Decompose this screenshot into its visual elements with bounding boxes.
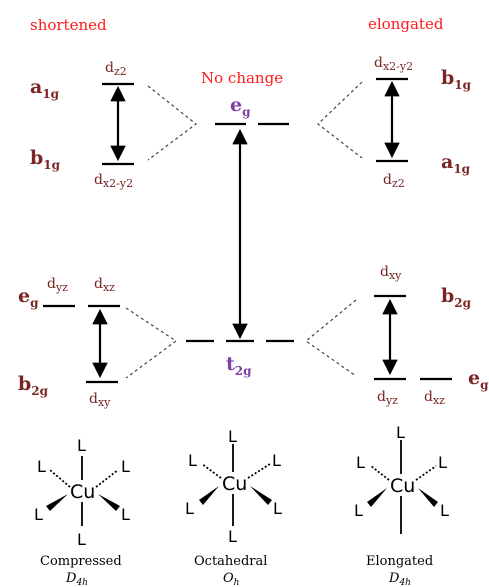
left-dyz-label: dyz xyxy=(47,276,68,294)
left-lower-correlation xyxy=(125,307,178,379)
right-dz2-label: dz2 xyxy=(383,172,405,190)
elongated-header: elongated xyxy=(368,15,444,33)
left-upper-correlation xyxy=(147,85,197,161)
ligand-lower-right: L xyxy=(273,499,282,518)
right-upper-correlation xyxy=(317,81,363,159)
shortened-header: shortened xyxy=(30,16,107,34)
ligand-lower-right: L xyxy=(440,501,449,520)
right-lower-correlation xyxy=(305,299,357,377)
octahedral-point-group: Oh xyxy=(223,571,239,587)
no-change-label: No change xyxy=(201,69,283,87)
ligand-lower-left: L xyxy=(34,505,43,524)
left-eg-label: eg xyxy=(18,285,39,310)
right-dx2y2-label: dx2-y2 xyxy=(374,55,413,73)
octahedral-caption: Octahedral xyxy=(194,554,267,569)
ligand-top: L xyxy=(77,436,86,455)
ligand-upper-left: L xyxy=(37,457,46,476)
left-dxz-label: dxz xyxy=(94,276,115,294)
copper-center: Cu xyxy=(222,473,247,495)
ligand-top: L xyxy=(396,423,405,442)
elongated-complex: L L L L L Cu xyxy=(354,423,449,534)
elongated-caption: Elongated xyxy=(366,554,433,569)
compressed-caption: Compressed xyxy=(40,554,122,569)
left-dz2-label: dz2 xyxy=(105,60,127,78)
left-dx2y2-label: dx2-y2 xyxy=(94,172,133,190)
ligand-upper-left: L xyxy=(356,453,365,472)
ligand-upper-left: L xyxy=(188,451,197,470)
center-t2g-label: t2g xyxy=(226,353,252,378)
right-dxy-label: dxy xyxy=(380,264,402,282)
left-a1g-label: a1g xyxy=(30,76,60,101)
right-a1g-label: a1g xyxy=(441,151,471,176)
right-eg-label: eg xyxy=(468,367,489,392)
ligand-lower-left: L xyxy=(185,499,194,518)
elongated-point-group: D4h xyxy=(388,571,411,587)
ligand-bottom: L xyxy=(228,527,237,546)
right-dyz-label: dyz xyxy=(377,389,398,407)
copper-center: Cu xyxy=(390,475,415,497)
octahedral-complex: L L L L L L Cu xyxy=(185,427,282,546)
compressed-complex: L L L L L L Cu xyxy=(34,436,130,549)
left-dxy-label: dxy xyxy=(89,391,111,409)
ligand-lower-left: L xyxy=(354,501,363,520)
right-b2g-label: b2g xyxy=(441,285,472,310)
copper-center: Cu xyxy=(70,481,95,503)
right-b1g-label: b1g xyxy=(441,67,472,92)
ligand-upper-right: L xyxy=(121,457,130,476)
center-eg-label: eg xyxy=(230,94,251,119)
ligand-upper-right: L xyxy=(438,453,447,472)
ligand-bottom: L xyxy=(77,530,86,549)
ligand-lower-right: L xyxy=(121,505,130,524)
compressed-point-group: D4h xyxy=(65,571,88,587)
right-dxz-label: dxz xyxy=(424,389,445,407)
left-b1g-label: b1g xyxy=(30,147,61,172)
left-b2g-label: b2g xyxy=(18,373,49,398)
ligand-top: L xyxy=(228,427,237,446)
ligand-upper-right: L xyxy=(272,451,281,470)
